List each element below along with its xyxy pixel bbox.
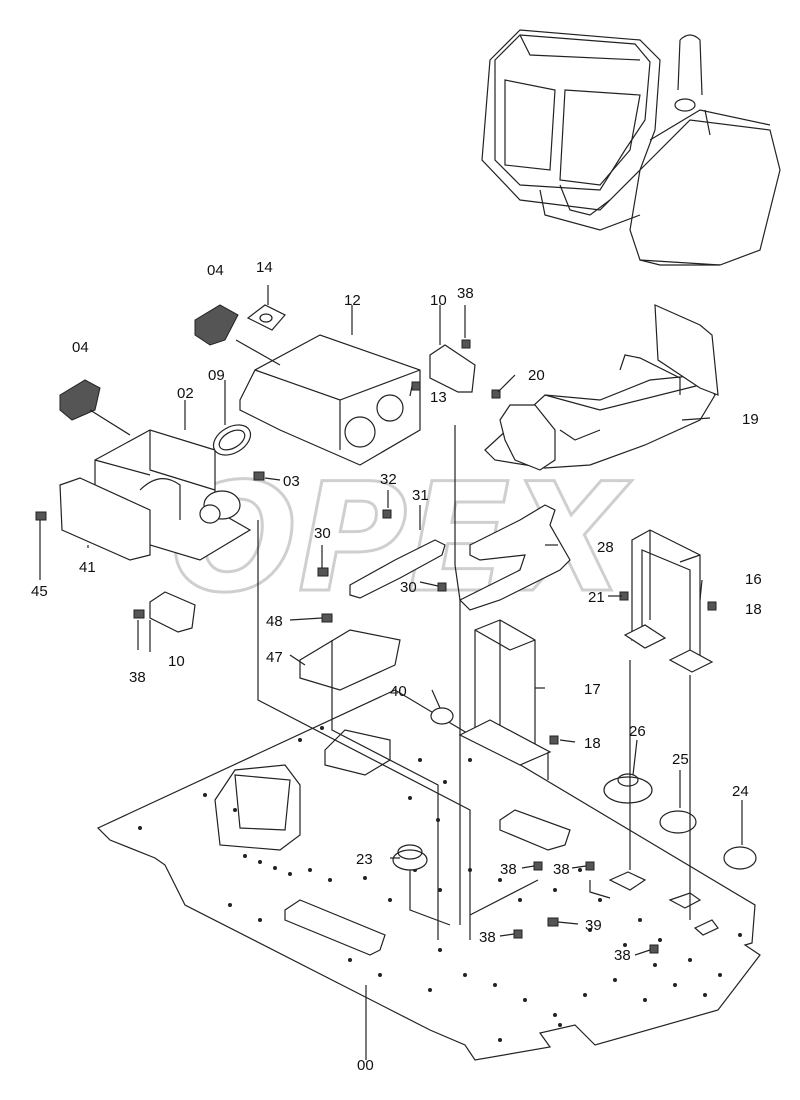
part-label: 38: [614, 947, 631, 964]
leader-lines: [39, 285, 743, 1060]
floor-plate: [96, 689, 761, 1061]
heater-box: [239, 334, 421, 466]
rubber-plate: [429, 344, 476, 393]
part-label: 38: [553, 861, 570, 878]
cover-plate: [59, 477, 151, 561]
part-label: 40: [390, 683, 407, 700]
part-label: 41: [79, 559, 96, 576]
part-label: 18: [745, 601, 762, 618]
part-label: 30: [314, 525, 331, 542]
part-label: 28: [597, 539, 614, 556]
part-label: 16: [745, 571, 762, 588]
part-label: 38: [457, 285, 474, 302]
part-label: 25: [672, 751, 689, 768]
part-label: 21: [588, 589, 605, 606]
connector-block: [59, 379, 101, 421]
part-label: 26: [629, 723, 646, 740]
part-label: 13: [430, 389, 447, 406]
part-label: 00: [357, 1057, 374, 1074]
part-label: 04: [72, 339, 89, 356]
part-label: 38: [479, 929, 496, 946]
duct-gasket: [212, 424, 252, 456]
part-label: 04: [207, 262, 224, 279]
rubber-plate: [149, 591, 196, 633]
part-label: 09: [208, 367, 225, 384]
part-label: 17: [584, 681, 601, 698]
excavator-overview-illustration: [481, 29, 781, 266]
part-label: 47: [266, 649, 283, 666]
watermark: OPEX: [170, 452, 632, 626]
rubber-plug: [659, 810, 697, 834]
part-label: 45: [31, 583, 48, 600]
part-label: 39: [585, 917, 602, 934]
part-label: 23: [356, 851, 373, 868]
rubber-mount: [603, 776, 653, 804]
part-label: 38: [500, 861, 517, 878]
part-label: 12: [344, 292, 361, 309]
part-label: 24: [732, 783, 749, 800]
rear-frame: [484, 304, 719, 471]
part-label: 19: [742, 411, 759, 428]
part-label: 10: [168, 653, 185, 670]
part-labels: 00 02 03 04 04 09 10 10 12 13 14 16 17 1…: [31, 259, 762, 1074]
part-label: 18: [584, 735, 601, 752]
part-label: 32: [380, 471, 397, 488]
part-label: 02: [177, 385, 194, 402]
bracket-part: [458, 504, 571, 611]
part-label: 20: [528, 367, 545, 384]
part-label: 30: [400, 579, 417, 596]
part-label: 31: [412, 487, 429, 504]
grommet: [246, 304, 286, 331]
rubber-plug: [430, 707, 454, 725]
cover-plate: [299, 629, 401, 691]
rubber-mount: [723, 846, 757, 870]
support-stand: [623, 529, 714, 673]
support-column: [458, 619, 552, 766]
part-label: 10: [430, 292, 447, 309]
mounting-bar: [349, 539, 446, 599]
part-label: 48: [266, 613, 283, 630]
connector-block: [194, 304, 239, 346]
part-label: 38: [129, 669, 146, 686]
part-label: 03: [283, 473, 300, 490]
part-label: 14: [256, 259, 273, 276]
